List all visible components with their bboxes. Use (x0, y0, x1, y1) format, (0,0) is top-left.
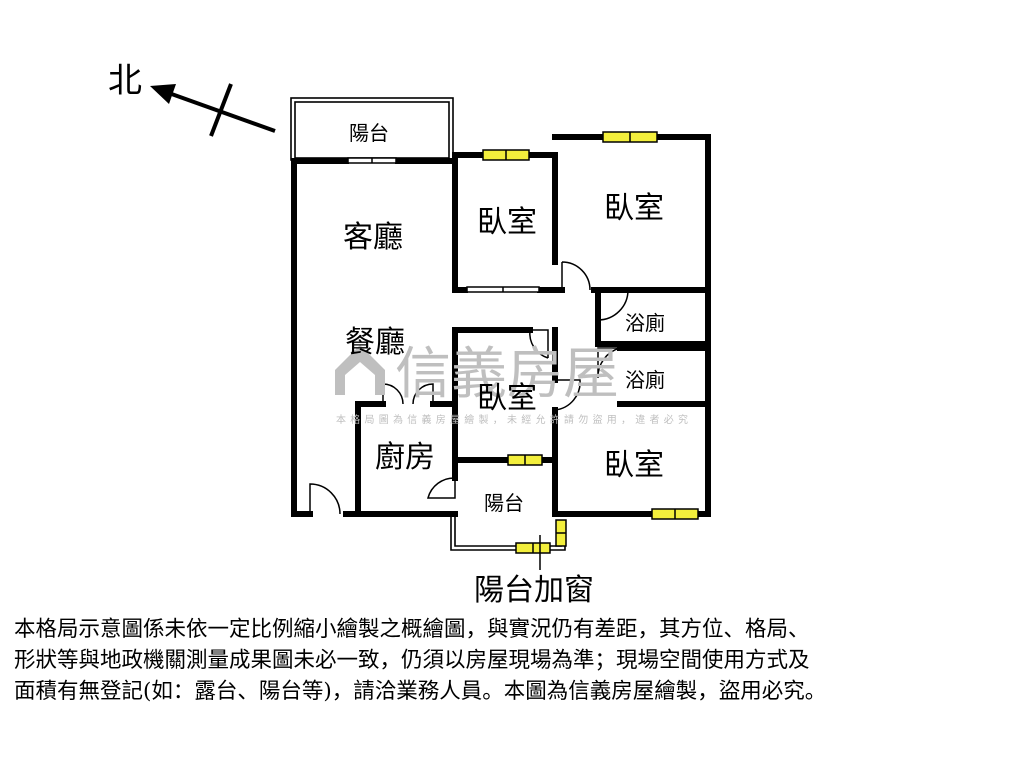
watermark-brand: 信義房屋 (395, 342, 619, 407)
watermark-notice: 本格局圖為信義房屋繪製，未經允許請勿盜用，違者必究 (336, 413, 688, 426)
north-label: 北 (108, 61, 142, 101)
window-large-bedroom (602, 131, 658, 143)
label-bedroom-bottom: 臥室 (604, 448, 664, 483)
floor-plan: 北 (108, 61, 711, 608)
window-balcony-side (555, 519, 567, 547)
label-kitchen: 廚房 (375, 440, 435, 475)
label-living-room: 客廳 (343, 220, 403, 255)
label-bathroom-2: 浴廁 (625, 368, 665, 392)
label-dining-room: 餐廳 (345, 325, 405, 360)
label-bedroom-middle: 臥室 (477, 381, 537, 416)
label-balcony-top: 陽台 (349, 121, 389, 145)
disclaimer-text: 本格局示意圖係未依一定比例縮小繪製之概繪圖，與實況仍有差距，其方位、格局、 形狀… (14, 617, 827, 704)
sliding-doors (347, 157, 540, 293)
label-balcony-bottom: 陽台 (484, 491, 524, 515)
north-compass: 北 (108, 61, 276, 137)
brand-logo-icon (335, 345, 385, 395)
walls (291, 134, 711, 517)
label-balcony-window: 陽台加窗 (474, 573, 594, 608)
windows (482, 131, 699, 554)
window-small-bedroom (482, 149, 530, 161)
label-bedroom-large: 臥室 (604, 191, 664, 226)
window-middle-bedroom (507, 454, 543, 466)
label-bathroom-1: 浴廁 (625, 311, 665, 335)
window-balcony-bottom (515, 542, 551, 554)
window-bottom-bedroom (651, 508, 699, 520)
watermark: 信義房屋 本格局圖為信義房屋繪製，未經允許請勿盜用，違者必究 (335, 342, 688, 426)
label-bedroom-small: 臥室 (477, 205, 537, 240)
